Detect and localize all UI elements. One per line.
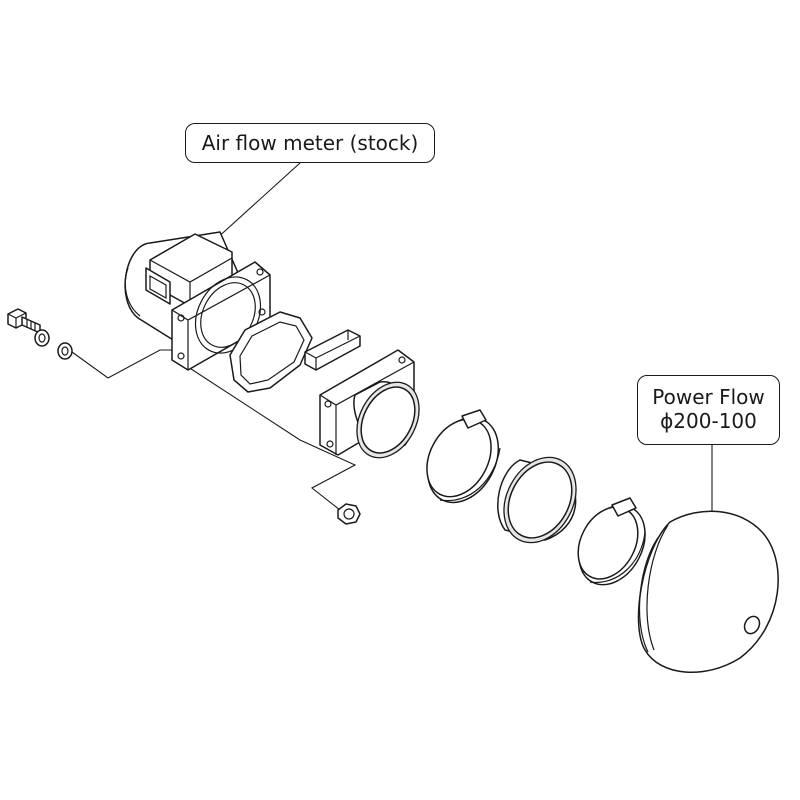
bolt bbox=[7, 308, 41, 334]
hose-coupler bbox=[497, 456, 577, 544]
power-flow-filter bbox=[637, 510, 779, 674]
hose-clamp-2 bbox=[577, 497, 646, 586]
power-flow-label-line2: ϕ200-100 bbox=[660, 409, 757, 433]
power-flow-label-line1: Power Flow bbox=[652, 385, 765, 409]
flange-nut bbox=[337, 503, 361, 525]
air-flow-meter-label-text: Air flow meter (stock) bbox=[201, 131, 419, 155]
flat-washer bbox=[57, 342, 73, 360]
leader-lines bbox=[71, 162, 713, 540]
air-flow-meter bbox=[124, 231, 271, 371]
adapter-flange bbox=[319, 349, 420, 459]
spring-washer bbox=[34, 329, 50, 347]
hose-clamp-1 bbox=[426, 409, 501, 504]
power-flow-label: Power Flow ϕ200-100 bbox=[637, 375, 780, 445]
spacer-strip bbox=[304, 329, 361, 371]
air-flow-meter-label: Air flow meter (stock) bbox=[185, 123, 435, 163]
